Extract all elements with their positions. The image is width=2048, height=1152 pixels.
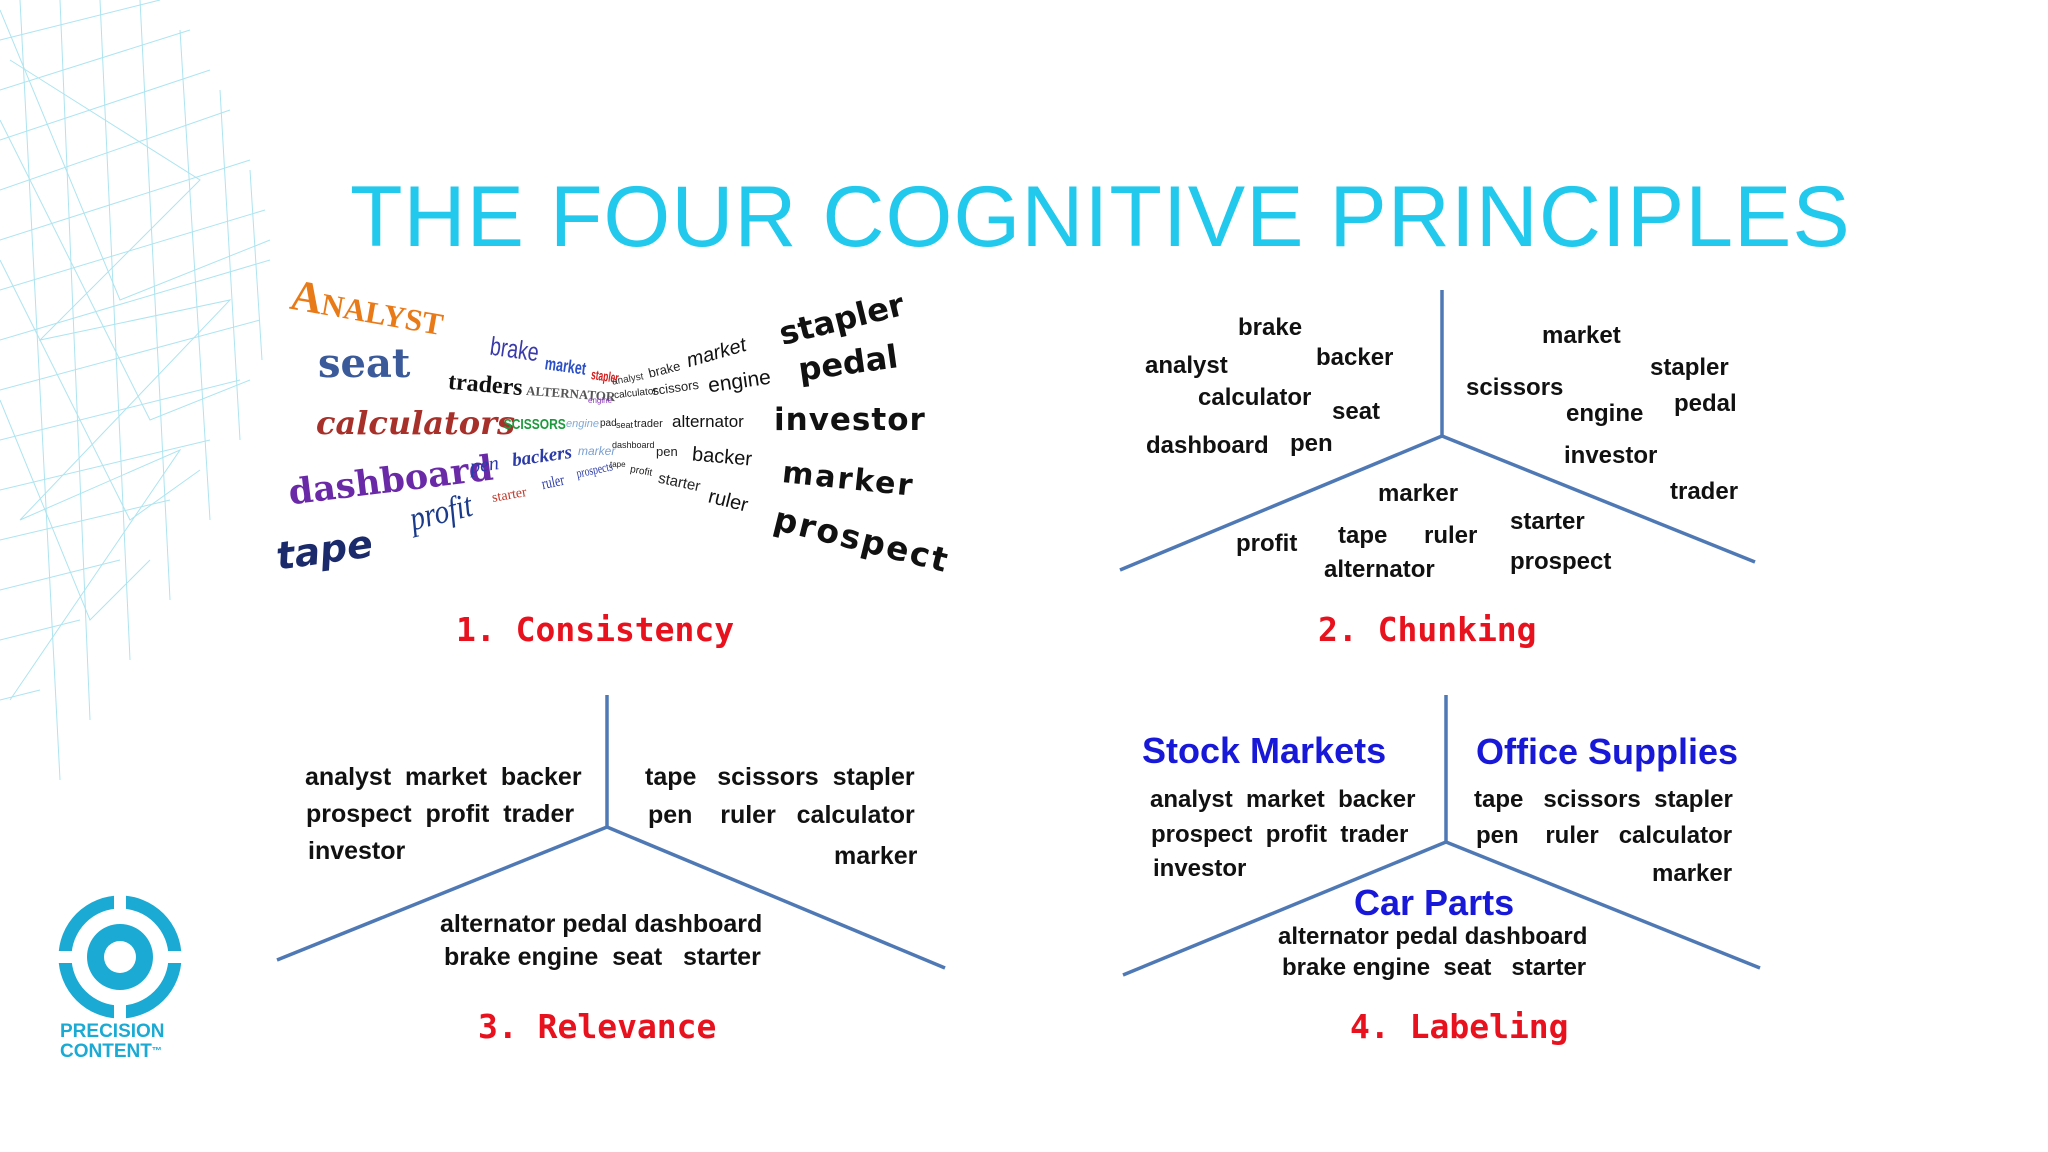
label-office-supplies: Office Supplies xyxy=(1476,731,1739,772)
consistency-word: alternator xyxy=(672,412,744,431)
label-stock-markets: Stock Markets xyxy=(1142,730,1387,771)
chunk-word: starter xyxy=(1510,508,1585,535)
consistency-word: dashboard xyxy=(612,440,655,450)
chunk-word: ruler xyxy=(1424,522,1478,549)
chunk-word: scissors xyxy=(1466,374,1564,401)
consistency-word: marker xyxy=(578,444,616,458)
chunk-word: market xyxy=(1542,322,1621,349)
brand-name-line2: CONTENT™ xyxy=(60,1042,162,1062)
labeling-group-text: investor xyxy=(1153,855,1247,882)
chunk-word: dashboard xyxy=(1146,432,1269,459)
page-title: THE FOUR COGNITIVE PRINCIPLES xyxy=(350,169,1851,265)
consistency-word: seat xyxy=(616,420,634,430)
relevance-group-text: tape scissors stapler xyxy=(645,763,915,791)
chunk-word: alternator xyxy=(1324,556,1435,583)
consistency-word: pen xyxy=(656,444,678,459)
labeling-group-text: analyst market backer xyxy=(1150,786,1416,813)
brand-name-line1: PRECISION xyxy=(60,1021,165,1042)
caption-chunking: 2. Chunking xyxy=(1318,610,1537,649)
relevance-group-text: marker xyxy=(834,842,918,870)
consistency-word: trader xyxy=(634,418,663,430)
labeling-group-text: brake engine seat starter xyxy=(1282,954,1587,981)
chunk-word: stapler xyxy=(1650,354,1729,381)
consistency-word: calculators xyxy=(316,404,516,442)
relevance-group-text: analyst market backer xyxy=(305,763,582,791)
chunk-word: brake xyxy=(1238,314,1303,341)
decorative-wireframe-graphic xyxy=(0,0,271,781)
consistency-word: SCISSORS xyxy=(503,416,566,433)
relevance-group-text: brake engine seat starter xyxy=(444,943,761,971)
consistency-word: tape xyxy=(610,460,626,469)
consistency-word: engine xyxy=(566,418,600,430)
consistency-word: pad xyxy=(600,418,617,429)
chunk-word: analyst xyxy=(1145,352,1228,379)
chunk-word: prospect xyxy=(1510,548,1612,575)
chunk-word: pen xyxy=(1290,430,1333,457)
consistency-word: engine xyxy=(588,396,613,405)
brand-name-content: CONTENT xyxy=(60,1041,152,1062)
labeling-group-text: pen ruler calculator xyxy=(1476,822,1733,849)
chunk-word: marker xyxy=(1378,480,1459,507)
chunk-word: pedal xyxy=(1674,390,1737,417)
relevance-group-text: pen ruler calculator xyxy=(648,801,915,829)
consistency-word: seat xyxy=(318,340,411,387)
relevance-group-text: alternator pedal dashboard xyxy=(440,910,763,938)
labeling-group-text: marker xyxy=(1652,860,1733,887)
precision-content-logo-icon xyxy=(58,895,182,1019)
caption-consistency: 1. Consistency xyxy=(456,610,735,649)
chunk-word: seat xyxy=(1332,398,1381,425)
relevance-group-text: prospect profit trader xyxy=(306,800,575,828)
labeling-group-text: tape scissors stapler xyxy=(1474,786,1733,813)
labeling-group-text: alternator pedal dashboard xyxy=(1278,923,1588,950)
consistency-word: investor xyxy=(774,402,926,438)
label-car-parts: Car Parts xyxy=(1354,882,1515,923)
caption-labeling: 4. Labeling xyxy=(1350,1007,1569,1046)
chunk-word: backer xyxy=(1316,344,1394,371)
chunk-word: engine xyxy=(1566,400,1644,427)
chunk-word: profit xyxy=(1236,530,1298,557)
chunk-word: trader xyxy=(1670,478,1739,505)
caption-relevance: 3. Relevance xyxy=(478,1007,717,1046)
labeling-group-text: prospect profit trader xyxy=(1151,821,1409,848)
chunk-word: tape xyxy=(1338,522,1388,549)
relevance-group-text: investor xyxy=(308,837,406,865)
chunk-word: investor xyxy=(1564,442,1658,469)
trademark-mark: ™ xyxy=(151,1046,162,1057)
chunk-word: calculator xyxy=(1198,384,1312,411)
